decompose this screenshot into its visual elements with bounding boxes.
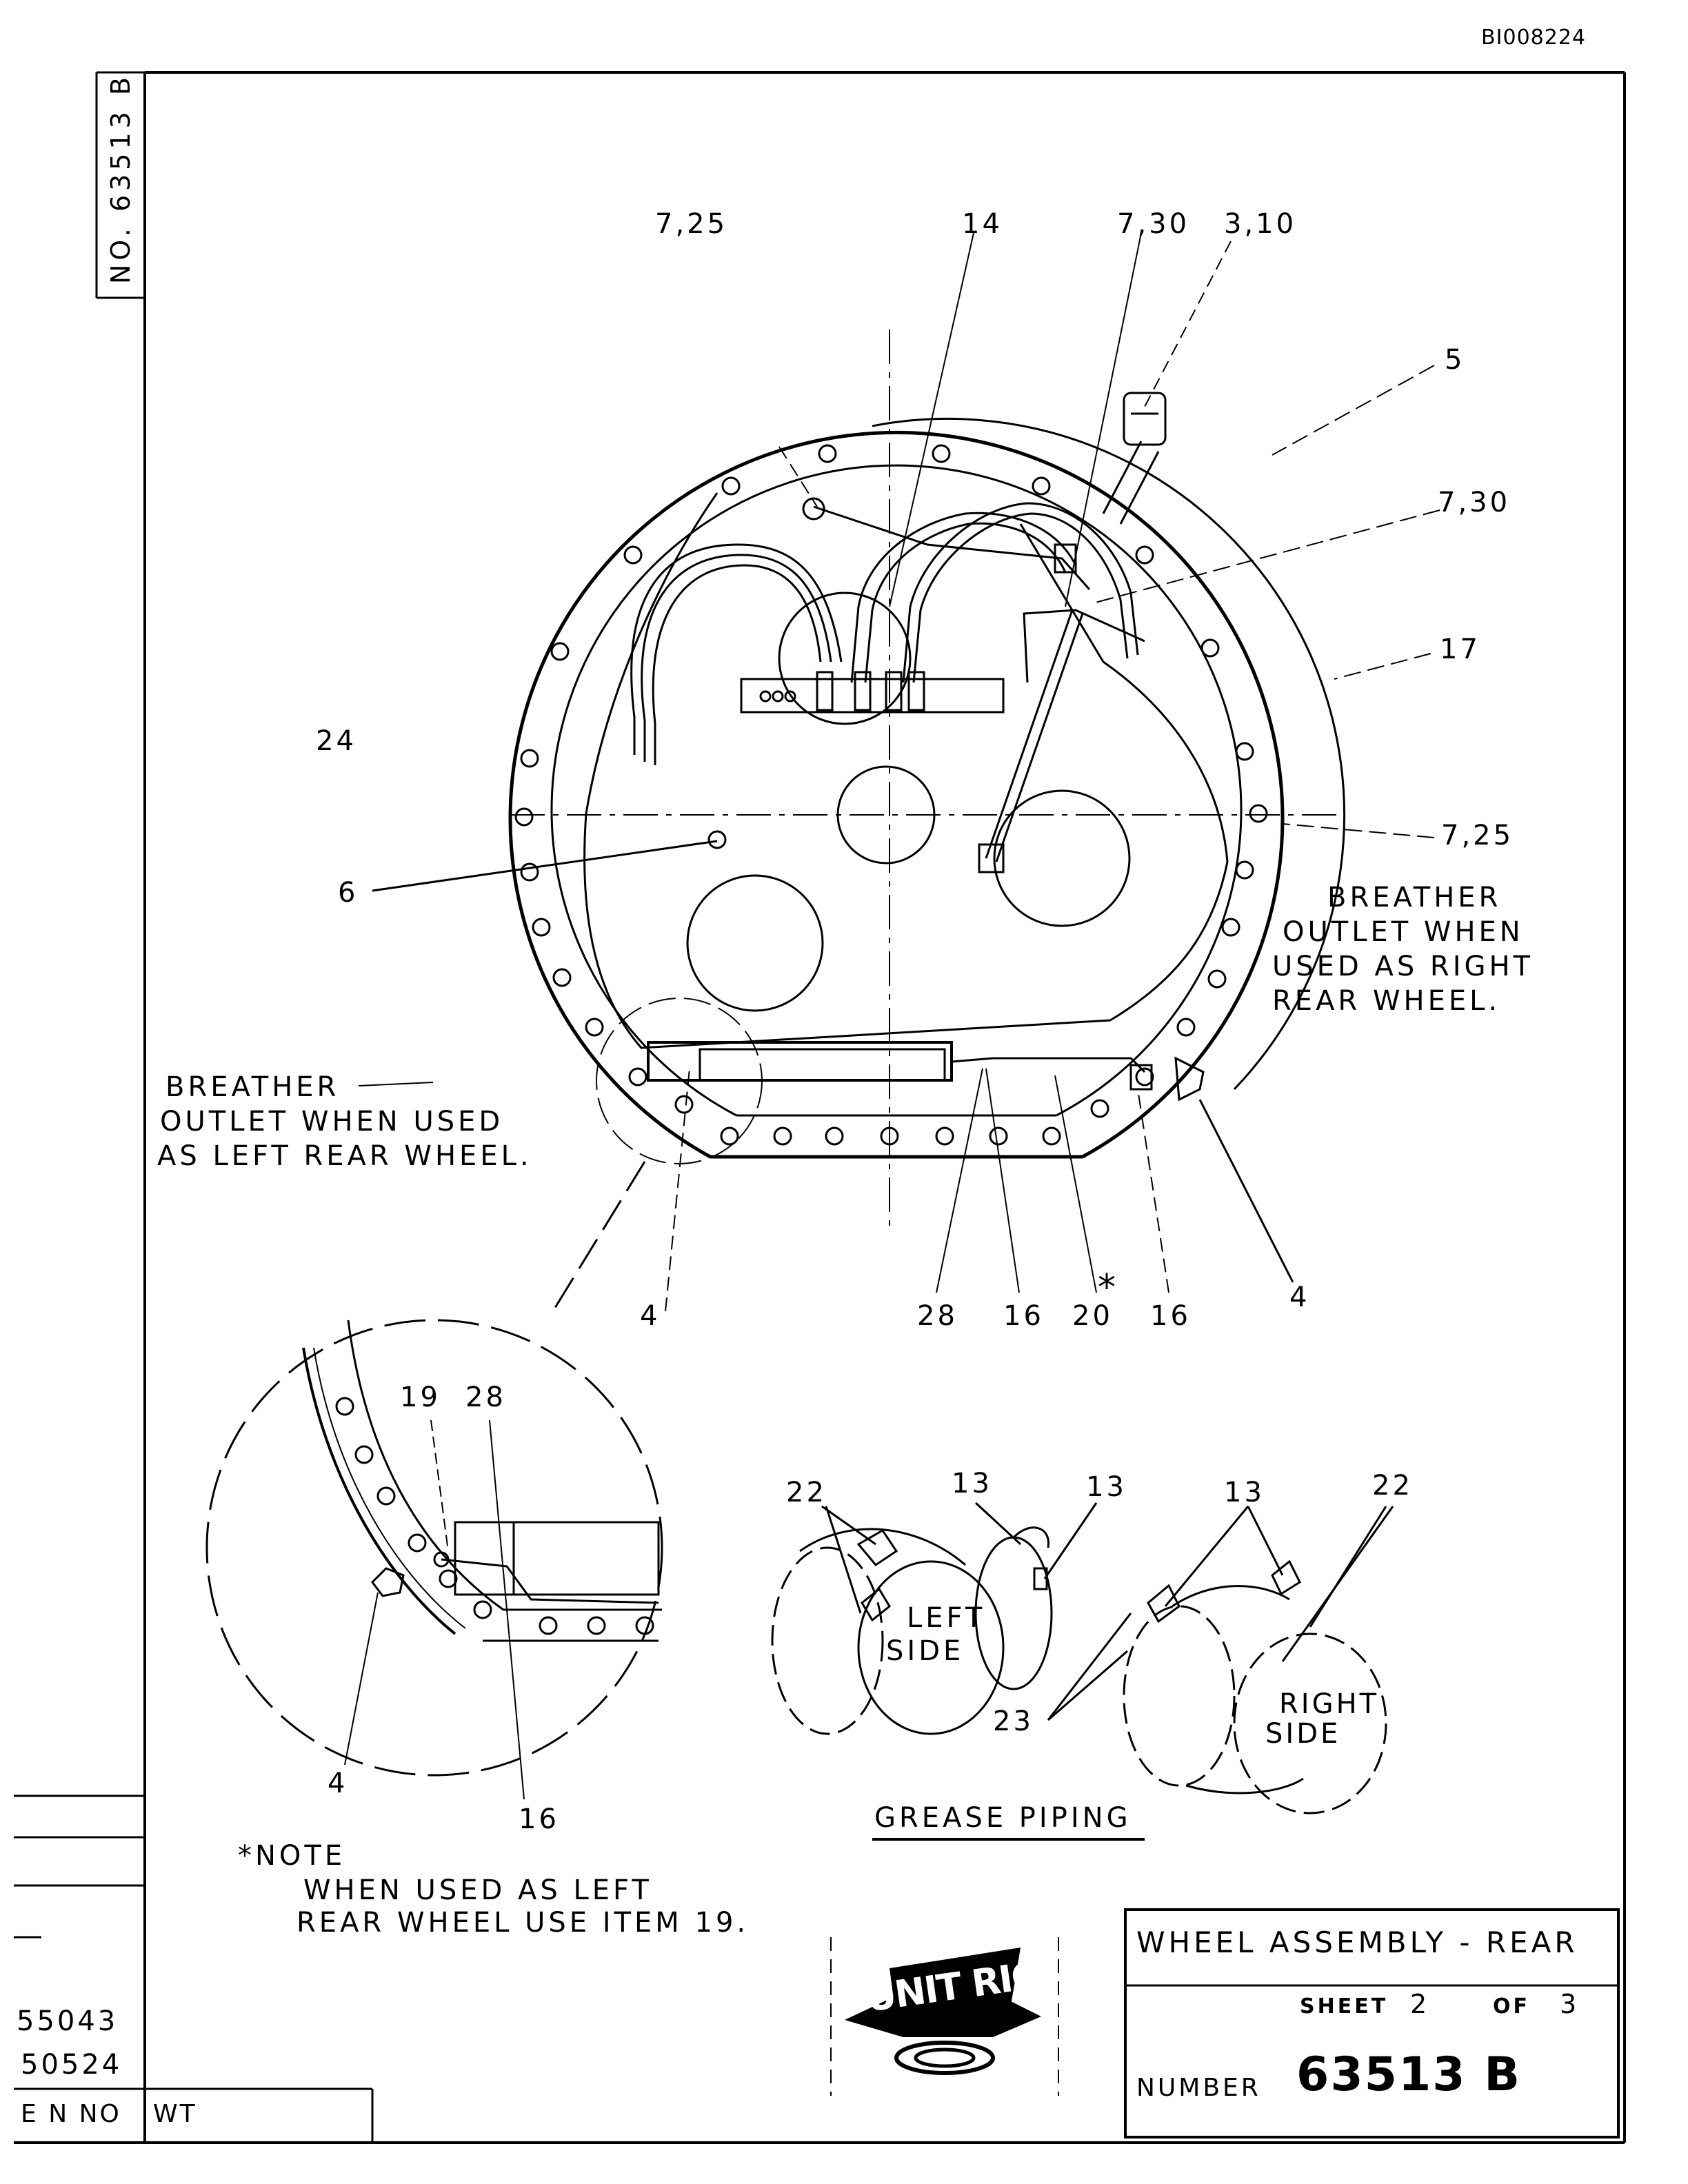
- callout-3-10: 3,10: [1224, 208, 1296, 240]
- callout-7-25-right: 7,25: [1441, 820, 1514, 851]
- callout-20: 20: [1072, 1300, 1113, 1332]
- callout-16-b: 16: [1150, 1300, 1191, 1332]
- detail-callout-28: 28: [465, 1382, 506, 1413]
- callout-17: 17: [1440, 634, 1480, 665]
- sheet-label: SHEET: [1300, 1994, 1388, 2019]
- svg-text:OUTLET WHEN: OUTLET WHEN: [1283, 916, 1524, 948]
- doc-code: BI008224: [1481, 26, 1586, 50]
- title-block: [1124, 1908, 1620, 2138]
- callout-4-bottom-right: 4: [1289, 1282, 1309, 1313]
- callout-14: 14: [962, 208, 1003, 240]
- breather-fitting: [1102, 392, 1167, 525]
- callout-7-30-top: 7,30: [1117, 208, 1189, 240]
- callout-16-a: 16: [1003, 1300, 1044, 1332]
- svg-text:BREATHER: BREATHER: [1327, 882, 1501, 913]
- note-line-1: WHEN USED AS LEFT: [303, 1874, 652, 1906]
- main-callouts: 7,25 14 7,30 3,10 5 7,30 17 24 7,25 6 4 …: [316, 208, 1514, 1332]
- side-drawing-number: NO. 63513 B: [106, 73, 136, 284]
- wheel-assembly-view: [508, 330, 1346, 1234]
- breather-right-note: BREATHER OUTLET WHEN USED AS RIGHT REAR …: [1272, 882, 1534, 1017]
- flange-bolt-holes: [514, 444, 1268, 1146]
- grease-callout-22-left: 22: [786, 1477, 827, 1508]
- grease-piping-right-side: [1123, 1506, 1394, 1814]
- detail-callout-19: 19: [400, 1382, 441, 1413]
- callout-24: 24: [316, 725, 356, 757]
- detail-callout-16: 16: [519, 1803, 559, 1835]
- svg-text:REAR WHEEL.: REAR WHEEL.: [1272, 985, 1500, 1017]
- callout-7-25-top: 7,25: [655, 208, 727, 240]
- grease-callout-23: 23: [993, 1706, 1034, 1737]
- revision-block: [14, 1794, 374, 2143]
- sheet-number: 2: [1410, 1989, 1427, 2019]
- drawing-title: WHEEL ASSEMBLY - REAR: [1136, 1925, 1578, 1959]
- detail-callouts: 19 28 4 16: [328, 1382, 559, 1835]
- grease-tubing: [630, 502, 1145, 862]
- number-label: NUMBER: [1136, 2074, 1261, 2102]
- of-label: OF: [1493, 1994, 1530, 2019]
- breather-left-note: BREATHER OUTLET WHEN USED AS LEFT REAR W…: [157, 1071, 532, 1172]
- eno-label: E N NO: [21, 2100, 121, 2128]
- detail-callout-4: 4: [328, 1768, 348, 1799]
- svg-text:USED AS RIGHT: USED AS RIGHT: [1272, 951, 1534, 982]
- drawing-number: 63513 B: [1296, 2048, 1521, 2102]
- wt-label: WT: [153, 2100, 197, 2128]
- grease-callout-13-b: 13: [1086, 1471, 1127, 1503]
- callout-28: 28: [917, 1300, 958, 1332]
- right-side-label-line1: RIGHT: [1279, 1688, 1379, 1720]
- svg-text:OUTLET WHEN USED: OUTLET WHEN USED: [160, 1106, 503, 1138]
- callout-4-bottom-left: 4: [640, 1300, 660, 1332]
- svg-text:BREATHER: BREATHER: [165, 1071, 339, 1103]
- right-side-label-line2: SIDE: [1265, 1718, 1340, 1750]
- grease-piping-left-side: [771, 1502, 1132, 1735]
- svg-text:AS LEFT REAR WHEEL.: AS LEFT REAR WHEEL.: [157, 1140, 532, 1172]
- detail-bolt-holes: [335, 1397, 654, 1635]
- left-side-label-line2: SIDE: [886, 1635, 964, 1667]
- leader-lines: [358, 232, 1440, 1314]
- callout-5: 5: [1445, 344, 1465, 376]
- left-side-label-line1: LEFT: [907, 1602, 985, 1634]
- grease-piping-caption: GREASE PIPING: [874, 1802, 1132, 1834]
- note-line-2: REAR WHEEL USE ITEM 19.: [297, 1907, 749, 1939]
- terminal-fittings: [759, 671, 925, 711]
- detail-view: [205, 1319, 663, 1800]
- grease-callout-13-a: 13: [952, 1468, 992, 1499]
- callout-asterisk: *: [1098, 1267, 1116, 1308]
- callout-6: 6: [338, 877, 358, 909]
- drawing-border: [14, 71, 1626, 2144]
- grease-piping-callouts: 22 13 13 13 22 23 LEFT SIDE RIGHT SIDE G…: [786, 1468, 1413, 1841]
- callout-7-30-right: 7,30: [1438, 487, 1510, 518]
- unit-rig-logo: UNIT RIG: [830, 1937, 1059, 2096]
- revision-1: 55043: [17, 2005, 118, 2037]
- revision-2: 50524: [21, 2049, 122, 2081]
- note-heading: *NOTE: [238, 1840, 345, 1872]
- item-19-note: *NOTE WHEN USED AS LEFT REAR WHEEL USE I…: [238, 1840, 749, 1939]
- grease-callout-13-c: 13: [1224, 1477, 1265, 1508]
- grease-callout-22-right: 22: [1372, 1470, 1413, 1502]
- sheet-total: 3: [1560, 1989, 1576, 2019]
